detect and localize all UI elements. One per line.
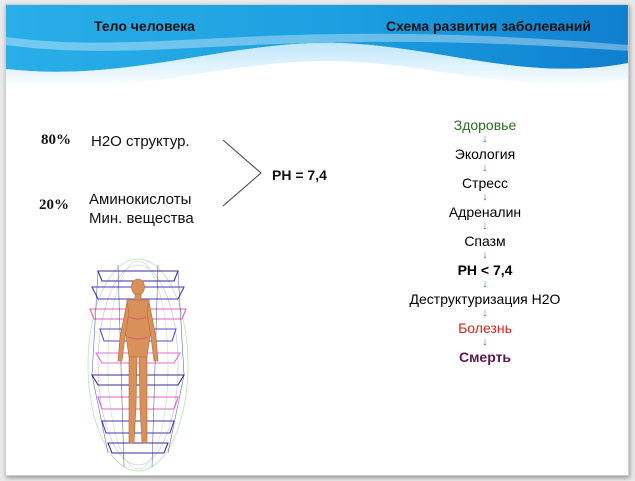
arrow-down-icon: ↓ [482, 307, 488, 319]
aminoacids-label: Аминокислоты [89, 191, 192, 208]
step-death: Смерть [458, 349, 512, 365]
step-ph: PH < 7,4 [457, 262, 513, 278]
body-title: Тело человека [94, 18, 195, 34]
human-body-energy-field-image [87, 258, 189, 472]
step-stress: Стресс [461, 175, 509, 191]
step-destructure: Деструктуризация H2O [409, 291, 561, 307]
arrow-down-icon: ↓ [482, 133, 488, 145]
arrow-down-icon: ↓ [482, 162, 488, 174]
step-health: Здоровье [453, 117, 517, 133]
arrow-down-icon: ↓ [482, 278, 488, 290]
ph-result: PH = 7,4 [272, 167, 327, 183]
header-wave-background [6, 5, 628, 115]
water-label: H2O структур. [91, 133, 190, 150]
water-percent: 80% [41, 132, 71, 148]
step-ecology: Экология [454, 146, 516, 162]
scheme-title: Схема развития заболеваний [386, 18, 591, 34]
step-adrenaline: Адреналин [448, 204, 522, 220]
slide: Тело человека Схема развития заболеваний… [5, 4, 629, 476]
arrow-down-icon: ↓ [482, 336, 488, 348]
step-spasm: Спазм [464, 233, 506, 249]
disease-scheme: Здоровье ↓ Экология ↓ Стресс ↓ Адреналин… [401, 118, 569, 364]
step-disease: Болезнь [458, 320, 512, 336]
minerals-label: Мин. вещества [89, 210, 194, 227]
other-percent: 20% [39, 197, 69, 213]
arrow-down-icon: ↓ [482, 220, 488, 232]
arrow-down-icon: ↓ [482, 249, 488, 261]
chevron-right-brace-icon [222, 139, 262, 207]
arrow-down-icon: ↓ [482, 191, 488, 203]
